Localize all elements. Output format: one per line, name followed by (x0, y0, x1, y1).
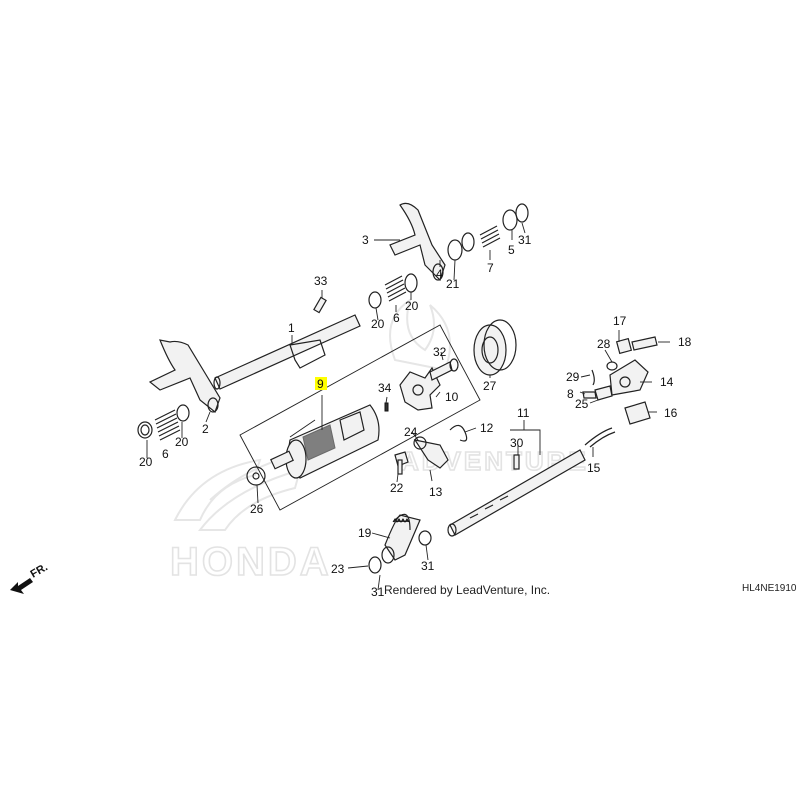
callout-11: 11 (517, 406, 530, 420)
drum-stopper-group (384, 319, 517, 412)
stopper-arm-group (394, 424, 468, 475)
callout-27: 27 (483, 379, 497, 393)
callout-31-a: 31 (518, 233, 532, 247)
assembly-boundary (239, 324, 481, 511)
callout-31-b: 31 (421, 559, 435, 573)
callout-31-c: 31 (371, 585, 385, 599)
right-assembly (582, 336, 658, 448)
direction-label: FR. (29, 561, 50, 580)
render-credit: Rendered by LeadVenture, Inc. (384, 583, 550, 597)
callout-2: 2 (202, 422, 209, 436)
callout-23: 23 (331, 562, 345, 576)
callout-17: 17 (613, 314, 627, 328)
front-direction-arrow: FR. (10, 561, 50, 594)
callout-9: 9 (317, 377, 324, 391)
callout-8: 8 (567, 387, 574, 401)
callouts: 1 2 3 4 5 6 6 7 8 9 10 11 12 13 14 15 16… (139, 233, 692, 599)
leader-lines (146, 222, 670, 591)
left-spring-group (137, 404, 190, 441)
callout-28: 28 (597, 337, 611, 351)
callout-6-left: 6 (162, 447, 169, 461)
callout-24: 24 (404, 425, 418, 439)
callout-34: 34 (378, 381, 392, 395)
callout-16: 16 (664, 406, 678, 420)
callout-32: 32 (433, 345, 447, 359)
callout-20-c: 20 (371, 317, 385, 331)
callout-21: 21 (446, 277, 460, 291)
callout-1: 1 (288, 321, 295, 335)
callout-20-d: 20 (405, 299, 419, 313)
shift-drum (246, 404, 380, 486)
arrow-icon (10, 578, 33, 594)
callout-12: 12 (480, 421, 494, 435)
diagram-code: HL4NE1910 (742, 583, 797, 594)
callout-7: 7 (487, 261, 494, 275)
callout-15: 15 (587, 461, 601, 475)
callout-25: 25 (575, 397, 589, 411)
callout-20-a: 20 (139, 455, 153, 469)
callout-22: 22 (390, 481, 404, 495)
gearshift-spindle (447, 449, 586, 537)
callout-30: 30 (510, 436, 524, 450)
shift-fork-left (148, 339, 221, 413)
callout-18: 18 (678, 335, 692, 349)
callout-13: 13 (429, 485, 443, 499)
right-spring-group (368, 203, 529, 309)
callout-6-right: 6 (393, 311, 400, 325)
callout-10: 10 (445, 390, 459, 404)
callout-20-b: 20 (175, 435, 189, 449)
callout-5: 5 (508, 243, 515, 257)
callout-29: 29 (566, 370, 580, 384)
shift-fork-shaft (213, 296, 361, 390)
watermark-brand: HONDA (170, 540, 332, 584)
callout-14: 14 (660, 375, 674, 389)
shift-fork-right (389, 202, 446, 282)
callout-19: 19 (358, 526, 372, 540)
callout-33: 33 (314, 274, 328, 288)
callout-4: 4 (436, 267, 443, 281)
callout-3: 3 (362, 233, 369, 247)
callout-26: 26 (250, 502, 264, 516)
honda-watermark: HONDA ADVENTURE (169, 297, 587, 585)
callout-9-highlight (315, 377, 327, 390)
